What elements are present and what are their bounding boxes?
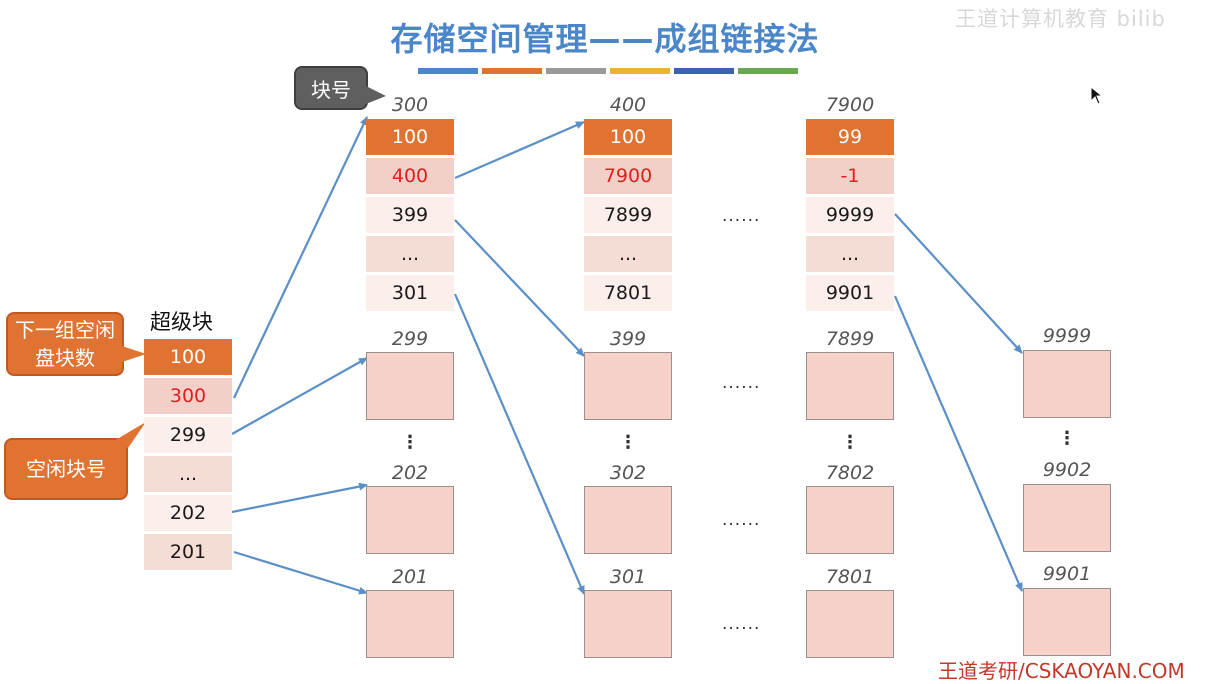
group-count: 100 (366, 119, 454, 155)
page-title: 存储空间管理——成组链接法 (390, 20, 820, 58)
group-caption: 7900 (825, 94, 875, 116)
block-caption: 9999 (1042, 325, 1092, 347)
arrow-201 (233, 550, 368, 595)
callout-block-no: 块号 (294, 66, 368, 110)
super-block-entry: 201 (144, 534, 232, 570)
video-watermark: 王道计算机教育 bilib (955, 7, 1166, 31)
legend-bar-5 (674, 68, 734, 74)
callout-next-group-count-text: 下一组空闲盘块数 (15, 318, 115, 370)
ellipsis-vertical: ⋮ (841, 432, 859, 453)
super-block-count: 100 (144, 339, 232, 375)
block-caption: 399 (609, 328, 647, 350)
super-block-entry: 202 (144, 495, 232, 531)
group-count: 100 (584, 119, 672, 155)
arrow-299 (231, 357, 368, 435)
legend-bar-1 (418, 68, 478, 74)
group-entry: 399 (366, 197, 454, 233)
group-entry: ... (366, 236, 454, 272)
free-block (1023, 484, 1111, 552)
free-block (806, 352, 894, 420)
ellipsis-horizontal: ...... (722, 614, 761, 634)
arrow-301 (453, 293, 586, 595)
ellipsis-horizontal: ...... (722, 510, 761, 530)
callout-free-block-no-text: 空闲块号 (26, 457, 106, 481)
block-caption: 7899 (825, 328, 875, 350)
group-entry: 9999 (806, 197, 894, 233)
callout-next-group-count: 下一组空闲盘块数 (6, 312, 124, 376)
free-block (806, 590, 894, 658)
free-block (584, 486, 672, 554)
mouse-cursor-icon (1090, 86, 1104, 105)
callout-block-no-tail (366, 86, 386, 104)
super-block-label: 超级块 (150, 310, 213, 334)
free-block (584, 352, 672, 420)
legend-bar-4 (610, 68, 670, 74)
callout-free-block-no-tail (112, 422, 146, 448)
block-caption: 301 (609, 566, 647, 588)
group-entry: 7801 (584, 275, 672, 311)
block-caption: 299 (391, 328, 429, 350)
ellipsis-vertical: ⋮ (401, 432, 419, 453)
arrow-9999 (894, 213, 1023, 354)
legend-bar-6 (738, 68, 798, 74)
group-next: -1 (806, 158, 894, 194)
group-caption: 300 (391, 94, 429, 116)
group-count: 99 (806, 119, 894, 155)
ellipsis-horizontal: ...... (722, 373, 761, 393)
group-next: 7900 (584, 158, 672, 194)
ellipsis-horizontal: ...... (722, 206, 761, 226)
callout-block-no-text: 块号 (311, 77, 351, 102)
arrow-300 (233, 116, 368, 399)
callout-next-group-count-tail (122, 346, 146, 362)
free-block (366, 486, 454, 554)
arrow-400 (454, 120, 585, 180)
group-entry: 7899 (584, 197, 672, 233)
group-next: 400 (366, 158, 454, 194)
legend-bar-3 (546, 68, 606, 74)
group-entry: ... (806, 236, 894, 272)
block-caption: 302 (609, 462, 647, 484)
block-caption: 7801 (825, 566, 875, 588)
super-block-entry: 299 (144, 417, 232, 453)
arrow-202 (231, 482, 368, 514)
group-entry: 301 (366, 275, 454, 311)
block-caption: 202 (391, 462, 429, 484)
ellipsis-vertical: ⋮ (1058, 428, 1076, 449)
arrow-9901 (893, 295, 1024, 592)
free-block (1023, 588, 1111, 656)
group-caption: 400 (609, 94, 647, 116)
free-block (806, 486, 894, 554)
arrow-399 (454, 219, 585, 357)
super-block-next-group: 300 (144, 378, 232, 414)
legend-bar-2 (482, 68, 542, 74)
group-entry: 9901 (806, 275, 894, 311)
super-block-entry: ... (144, 456, 232, 492)
block-caption: 9902 (1042, 459, 1092, 481)
group-entry: ... (584, 236, 672, 272)
free-block (584, 590, 672, 658)
free-block (366, 590, 454, 658)
free-block (1023, 350, 1111, 418)
ellipsis-vertical: ⋮ (619, 432, 637, 453)
watermark: 王道考研/CSKAOYAN.COM (938, 659, 1185, 683)
callout-free-block-no: 空闲块号 (4, 438, 128, 500)
free-block (366, 352, 454, 420)
block-caption: 9901 (1042, 563, 1092, 585)
block-caption: 201 (391, 566, 429, 588)
block-caption: 7802 (825, 462, 875, 484)
